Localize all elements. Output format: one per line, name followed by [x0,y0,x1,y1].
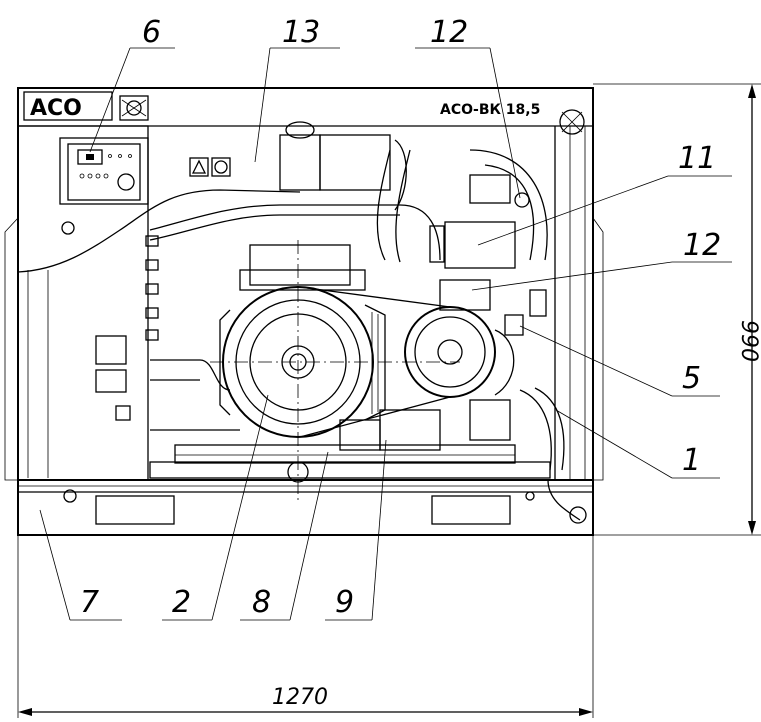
separator-tank [279,121,407,211]
terminal-blocks [95,235,159,421]
callout-10-label: 11 [678,141,716,176]
callout-2-label: 2 [172,585,191,620]
callout-11-label: 12 [683,228,721,263]
callout-9: 9 [325,439,387,621]
callout-8: 8 [240,451,329,621]
dimension-height: 990 [593,83,761,536]
intake-assembly [429,174,547,336]
callout-9-label: 9 [335,585,354,620]
belt-drive [299,286,515,438]
callout-2: 2 [162,394,269,621]
height-dimension-label: 990 [736,320,761,362]
callout-7-label: 7 [80,585,99,620]
callout-10: 11 [477,141,732,246]
brand-plate: АСО АСО-ВК 18,5 [23,91,585,135]
callout-5: 5 [519,325,720,397]
warning-labels [189,157,231,177]
dimension-width: 1270 [17,535,594,718]
callout-7: 7 [39,509,122,621]
callout-11: 12 [471,228,732,291]
callout-1: 1 [555,409,720,479]
callout-12: 12 [415,15,521,199]
control-panel [59,137,149,235]
callout-13: 13 [254,15,340,163]
brand-logo-text: АСО [30,96,82,121]
lower-frame [149,399,551,483]
callout-12-label: 12 [430,15,468,50]
callout-8-label: 8 [252,585,271,620]
width-dimension-label: 1270 [272,685,328,710]
base-frame [17,479,594,536]
callout-6-label: 6 [142,15,161,50]
electric-motor [210,240,460,500]
callout-6: 6 [89,15,175,153]
callout-1-label: 1 [682,443,701,478]
callout-5-label: 5 [682,361,701,396]
callout-13-label: 13 [282,15,320,50]
model-label: АСО-ВК 18,5 [440,102,540,118]
pipework [149,149,587,524]
